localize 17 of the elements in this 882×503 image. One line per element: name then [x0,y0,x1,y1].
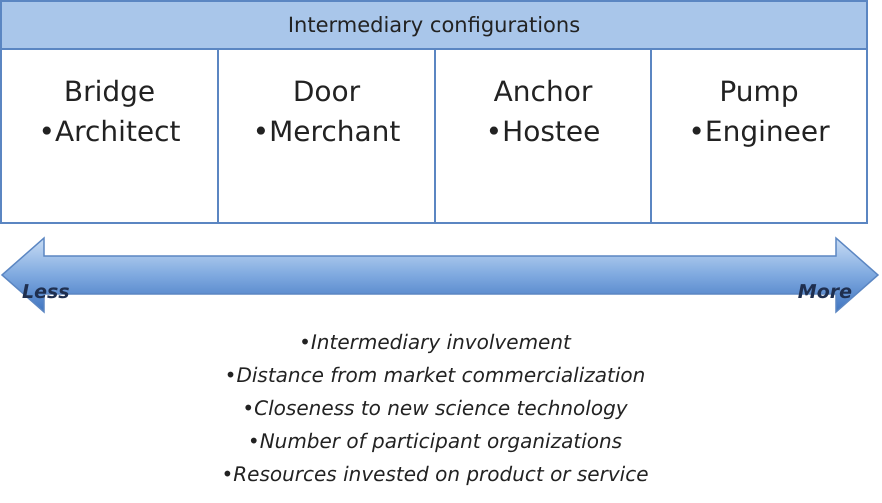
category-title: Bridge [62,74,156,110]
category-box [650,48,868,224]
bullet-text: •Intermediary involvement [298,330,572,354]
role-text: •Merchant [252,114,402,150]
bullet-text: •Distance from market commercialization [224,363,646,387]
category-title: Anchor [492,74,594,110]
header-band: Intermediary configurations [0,0,868,50]
bullet-text: •Resources invested on product or service [220,462,650,486]
role-text: •Architect [37,114,182,150]
scale-label: Less [22,281,70,303]
role-text: •Hostee [484,114,602,150]
category-title: Door [292,74,362,110]
category-title: Pump [718,74,800,110]
category-box [0,48,219,224]
role-text: •Engineer [687,114,831,150]
bullet-text: •Number of participant organizations [246,429,624,453]
bullet-text: •Closeness to new science technology [241,396,629,420]
